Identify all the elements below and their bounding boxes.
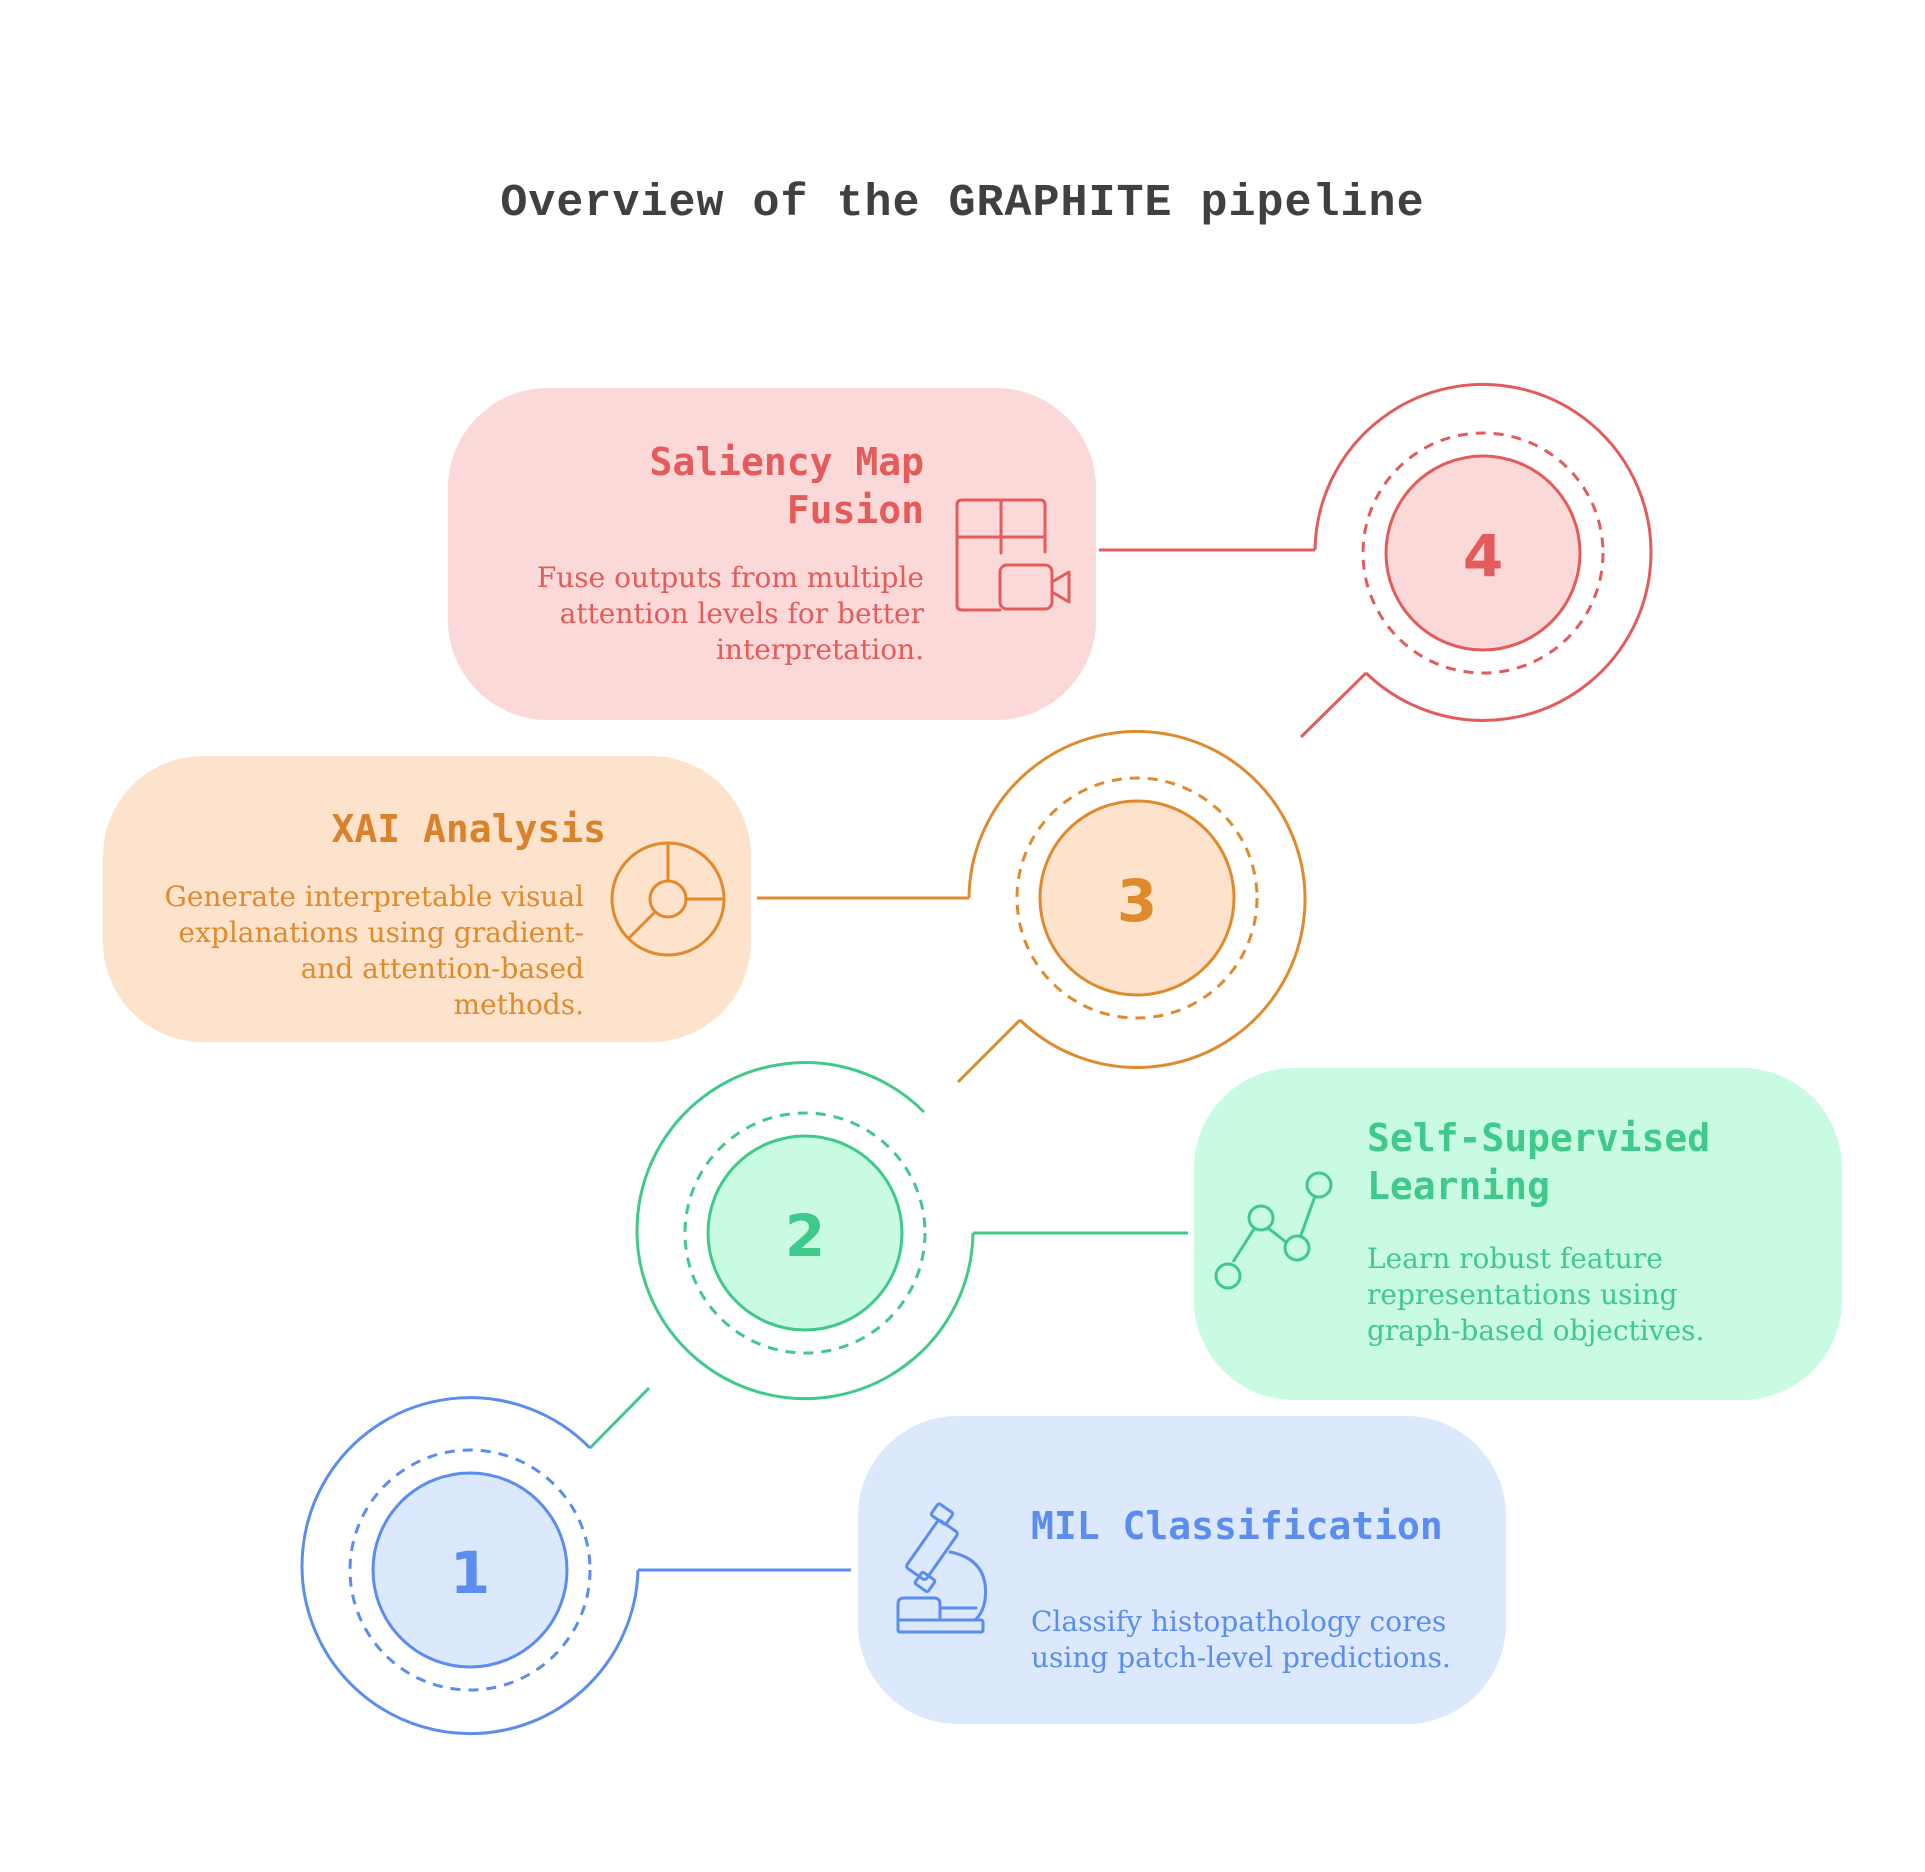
pie-chart-icon (610, 841, 726, 957)
card-title: Saliency Map Fusion (649, 440, 924, 532)
card-xai-analysis: XAI Analysis Generate interpretable visu… (103, 756, 751, 1042)
step-2-marker: 2 (588, 1061, 1188, 1450)
card-saliency-map-fusion: Saliency Map Fusion Fuse outputs from mu… (448, 388, 1096, 720)
card-description: Fuse outputs from multiple attention lev… (536, 561, 924, 666)
card-title: MIL Classification (1031, 1504, 1443, 1548)
step-4-marker: 4 (1099, 382, 1653, 739)
step-3-marker: 3 (757, 730, 1307, 1084)
layout-video-icon (955, 498, 1071, 612)
card-description: Classify histopathology cores using patc… (1031, 1605, 1451, 1674)
card-mil-classification: MIL Classification Classify histopatholo… (858, 1416, 1506, 1724)
step-number: 3 (1117, 867, 1157, 935)
card-description: Learn robust feature representations usi… (1367, 1242, 1705, 1347)
step-number: 1 (450, 1539, 490, 1607)
step-number: 4 (1463, 522, 1503, 590)
step-number: 2 (785, 1202, 825, 1270)
card-description: Generate interpretable visual explanatio… (164, 880, 584, 1021)
card-title: Self-Supervised Learning (1367, 1116, 1711, 1208)
line-graph-icon (1214, 1171, 1333, 1290)
page-title: Overview of the GRAPHITE pipeline (500, 178, 1425, 229)
microscope-icon (896, 1502, 988, 1634)
card-title: XAI Analysis (331, 807, 606, 851)
step-1-marker: 1 (300, 1396, 851, 1736)
